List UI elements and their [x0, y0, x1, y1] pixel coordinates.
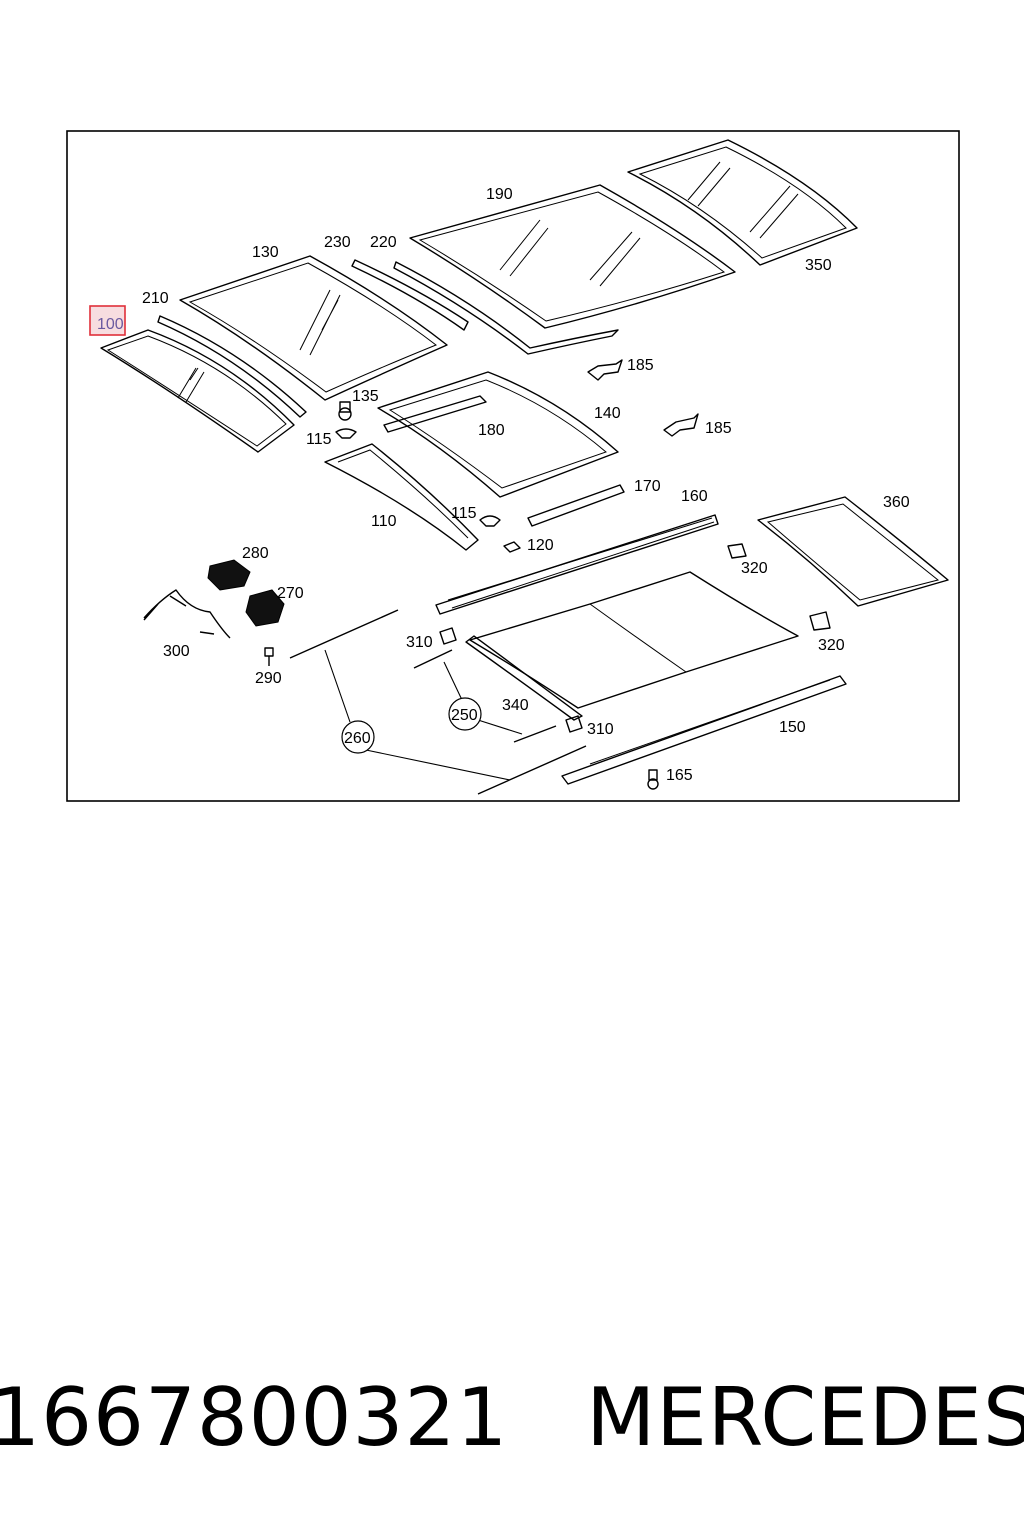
callout-circle-250 [448, 697, 482, 731]
part-320-clip-lower[interactable] [809, 611, 831, 631]
parts-diagram: 100 210 130 230 220 190 350 185 185 135 … [66, 130, 960, 802]
part-310-guide-upper[interactable] [439, 627, 457, 645]
label-180: 180 [478, 422, 505, 439]
part-350-rear-glass[interactable] [627, 139, 858, 266]
callout-circle-260 [341, 720, 375, 754]
diagram-frame [66, 130, 960, 802]
label-260: 260 [344, 730, 371, 747]
part-170-wind-deflector[interactable] [527, 484, 625, 527]
label-270: 270 [277, 585, 304, 602]
label-100: 100 [97, 316, 124, 333]
label-280: 280 [242, 545, 269, 562]
label-230: 230 [324, 234, 351, 251]
highlight-box-100 [89, 305, 126, 336]
label-185-lower: 185 [705, 420, 732, 437]
part-220-strip[interactable] [393, 261, 619, 355]
part-135-screw[interactable] [338, 401, 352, 421]
label-350: 350 [805, 257, 832, 274]
part-260-cable-upper[interactable] [289, 609, 399, 659]
part-290-bolt[interactable] [264, 647, 274, 666]
part-number: 1667800321 [0, 1370, 509, 1464]
part-230-strip[interactable] [351, 259, 469, 331]
part-180-deflector[interactable] [383, 395, 487, 433]
label-310-lower: 310 [587, 721, 614, 738]
part-270-motor[interactable] [245, 589, 285, 627]
label-115-lower: 115 [451, 505, 477, 522]
part-250-cable-upper[interactable] [413, 649, 453, 669]
part-260-cable-lower[interactable] [477, 745, 587, 795]
part-185-bracket-lower[interactable] [663, 413, 699, 437]
label-250: 250 [451, 707, 478, 724]
leader-lines [324, 649, 523, 781]
part-340-roller-blind[interactable] [465, 571, 799, 721]
part-150-rail[interactable] [561, 675, 847, 785]
label-110: 110 [371, 513, 397, 530]
label-170: 170 [634, 478, 661, 495]
part-115-clip-upper[interactable] [335, 428, 357, 439]
part-250-cable-lower[interactable] [513, 725, 557, 743]
label-310-upper: 310 [406, 634, 433, 651]
label-210: 210 [142, 290, 169, 307]
part-100-front-glass[interactable] [100, 329, 295, 453]
part-115-clip-lower[interactable] [479, 515, 501, 527]
part-280-motor[interactable] [207, 559, 251, 591]
brand-name: MERCEDES [586, 1370, 1024, 1464]
part-160-rail[interactable] [435, 514, 719, 615]
part-165-screw[interactable] [647, 769, 659, 790]
label-360: 360 [883, 494, 910, 511]
label-150: 150 [779, 719, 806, 736]
label-160: 160 [681, 488, 708, 505]
part-190-large-glass[interactable] [409, 184, 736, 329]
label-120: 120 [527, 537, 554, 554]
label-115-upper: 115 [306, 431, 332, 448]
part-210-seal[interactable] [157, 315, 307, 418]
part-310-guide-lower[interactable] [565, 715, 583, 733]
label-220: 220 [370, 234, 397, 251]
label-190: 190 [486, 186, 513, 203]
part-110-front-frame[interactable] [324, 443, 479, 551]
label-140: 140 [594, 405, 621, 422]
part-300-harness[interactable] [143, 589, 231, 639]
caption: 1667800321 MERCEDES [0, 1362, 1024, 1472]
label-165: 165 [666, 767, 693, 784]
label-320-upper: 320 [741, 560, 768, 577]
part-185-bracket-upper[interactable] [587, 359, 623, 381]
label-130: 130 [252, 244, 279, 261]
part-140-frame[interactable] [377, 371, 619, 498]
part-130-glass[interactable] [179, 255, 448, 401]
label-290: 290 [255, 670, 282, 687]
part-360-rear-frame[interactable] [757, 496, 949, 607]
label-340: 340 [502, 697, 529, 714]
label-320-lower: 320 [818, 637, 845, 654]
part-320-clip-upper[interactable] [727, 543, 747, 559]
label-135: 135 [352, 388, 379, 405]
label-185-upper: 185 [627, 357, 654, 374]
part-120-bracket[interactable] [503, 541, 521, 553]
label-300: 300 [163, 643, 190, 660]
